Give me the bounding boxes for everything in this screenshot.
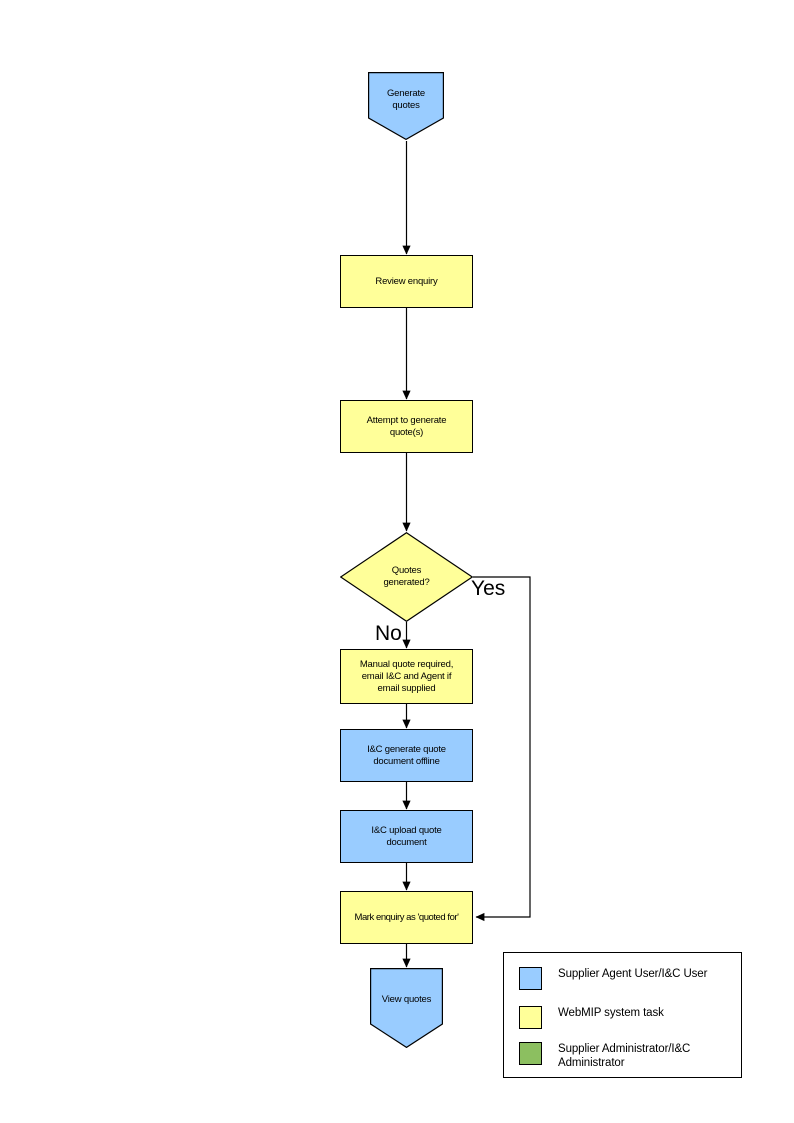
node-manual-quote-required[interactable]: Manual quote required, email I&C and Age… [340,649,473,704]
node-label: View quotes [381,994,432,1005]
legend-swatch-system-task [519,1006,542,1029]
generate-quotes-shape [368,72,444,140]
legend-label: WebMIP system task [558,1007,664,1019]
node-attempt-generate-quotes[interactable]: Attempt to generate quote(s) [340,400,473,453]
node-label: Review enquiry [375,275,438,287]
node-review-enquiry[interactable]: Review enquiry [340,255,473,308]
view-quotes-shape [370,968,443,1048]
node-generate-quotes[interactable]: Generate quotes [368,72,444,140]
legend-swatch-admin-task [519,1042,542,1065]
node-ic-upload-quote-document[interactable]: I&C upload quote document [340,810,473,863]
legend-item-supplier-administrator: Supplier Administrator/I&C Administrator [519,1042,690,1070]
node-label: Manual quote required, email I&C and Age… [359,658,454,694]
legend-item-supplier-agent-user: Supplier Agent User/I&C User [519,967,707,990]
legend-label: Supplier Agent User/I&C User [558,968,708,980]
legend: Supplier Agent User/I&C User WebMIP syst… [503,952,742,1078]
node-label: I&C generate quote document offline [367,743,446,767]
node-label: Generate quotes [386,88,425,111]
node-label: I&C upload quote document [371,824,442,848]
node-label: Mark enquiry as 'quoted for' [354,911,459,923]
legend-label: Supplier Administrator/I&C Administrator [558,1043,691,1069]
node-mark-enquiry-quoted-for[interactable]: Mark enquiry as 'quoted for' [340,891,473,944]
edge-label-yes: Yes [471,577,506,600]
legend-item-webmip-system-task: WebMIP system task [519,1006,664,1029]
node-ic-generate-quote-offline[interactable]: I&C generate quote document offline [340,729,473,782]
edge-label-no: No [375,622,402,645]
node-label: Quotes generated? [383,565,430,588]
decision-diamond-shape [340,532,473,622]
edge-decision-yes-to-mark-enquiry [473,576,531,922]
node-label: Attempt to generate quote(s) [366,414,447,438]
node-quotes-generated-decision[interactable]: Quotes generated? [340,532,473,622]
node-view-quotes[interactable]: View quotes [370,968,443,1048]
legend-swatch-user-task [519,967,542,990]
